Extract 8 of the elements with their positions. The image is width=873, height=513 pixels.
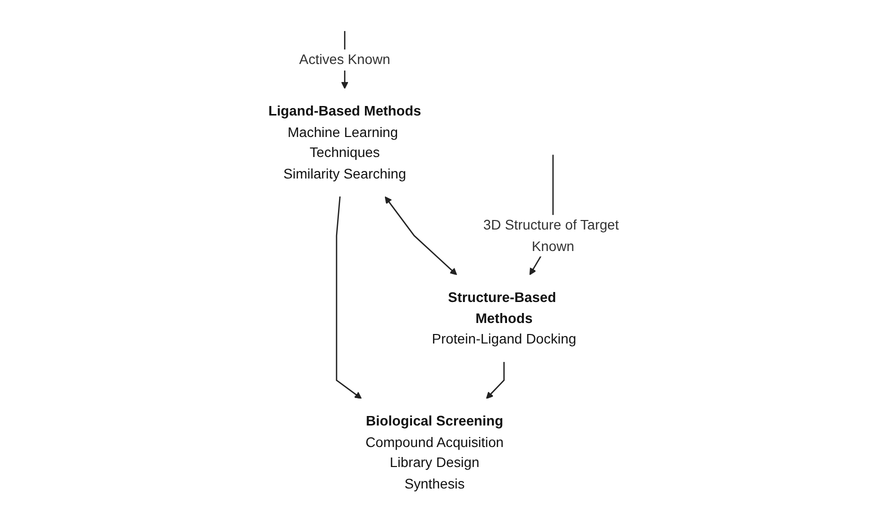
node-text: Biological Screening Compound Acquisition Library Design Synthesis (365, 413, 504, 492)
arrow (486, 362, 505, 399)
edge-label: 3D Structure of Target Known (483, 217, 619, 254)
edge-label: Actives Known (299, 52, 390, 68)
node-text: Structure-Based Methods Protein-Ligand Docking (432, 290, 576, 347)
arrow (336, 196, 362, 399)
node-text: Ligand-Based Methods Machine Learning Techniques Similarity Searching (268, 103, 421, 182)
arrow (384, 196, 457, 276)
